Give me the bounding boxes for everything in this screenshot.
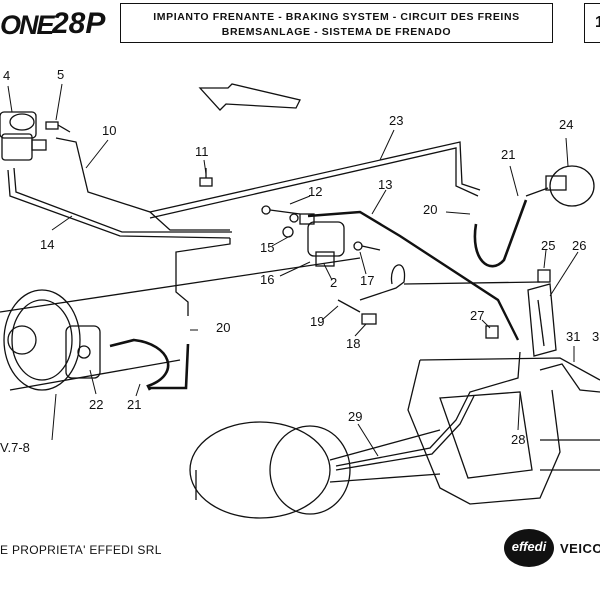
callout-22: 22 bbox=[89, 397, 103, 412]
fitting-27 bbox=[485, 325, 499, 339]
pin-19 bbox=[337, 299, 361, 313]
callout-numbers: 4 5 10 11 12 13 14 15 16 17 2 18 19 20 2… bbox=[0, 67, 599, 455]
brake-line-29b bbox=[335, 395, 475, 471]
callout-21-rear: 21 bbox=[501, 147, 515, 162]
bolt-set-12 bbox=[261, 205, 301, 238]
brake-line-14b bbox=[13, 167, 232, 233]
callout-10: 10 bbox=[102, 123, 116, 138]
mounting-bracket bbox=[527, 283, 557, 357]
flex-hose-front bbox=[109, 338, 170, 391]
brake-line-13 bbox=[307, 210, 520, 341]
master-cylinder bbox=[0, 111, 47, 161]
callout-20-rear: 20 bbox=[423, 202, 437, 217]
callout-2: 2 bbox=[330, 275, 337, 290]
rear-brake-valve bbox=[525, 165, 595, 207]
callout-14: 14 bbox=[40, 237, 54, 252]
flex-hose-front-b bbox=[150, 343, 190, 390]
pipe-to-bracket bbox=[403, 281, 541, 285]
model-code: 28P bbox=[52, 7, 106, 40]
callout-16: 16 bbox=[260, 272, 274, 287]
spacer-18 bbox=[361, 313, 377, 325]
callout-5: 5 bbox=[57, 67, 64, 82]
callout-leaders bbox=[7, 83, 579, 457]
callout-17: 17 bbox=[360, 273, 374, 288]
callout-19: 19 bbox=[310, 314, 324, 329]
brake-line-14c bbox=[175, 238, 231, 316]
callout-3: 3 bbox=[592, 329, 599, 344]
fitting-25 bbox=[537, 269, 551, 283]
callout-11: 11 bbox=[195, 144, 209, 159]
rear-wheel-drum bbox=[189, 421, 351, 519]
brake-line-29 bbox=[335, 351, 521, 467]
callout-15: 15 bbox=[260, 240, 274, 255]
bolt-17 bbox=[353, 241, 381, 251]
direction-arrow bbox=[198, 83, 301, 111]
rear-axle bbox=[329, 357, 600, 505]
logo-caption: VEICO bbox=[560, 541, 600, 556]
brake-line-23 bbox=[149, 141, 481, 213]
fitting-5 bbox=[45, 121, 71, 133]
callout-28: 28 bbox=[511, 432, 525, 447]
callout-25: 25 bbox=[541, 238, 555, 253]
copyright-note: E PROPRIETA' EFFEDI SRL bbox=[0, 543, 162, 557]
brake-line-10 bbox=[55, 137, 230, 231]
page-number-box: 1 bbox=[584, 3, 600, 43]
callout-26: 26 bbox=[572, 238, 586, 253]
callout-24: 24 bbox=[559, 117, 573, 132]
callout-23: 23 bbox=[389, 113, 403, 128]
front-disc-brake bbox=[0, 257, 361, 391]
brake-line-31 bbox=[539, 363, 600, 393]
title-box: IMPIANTO FRENANTE - BRAKING SYSTEM - CIR… bbox=[120, 3, 553, 43]
callout-27: 27 bbox=[470, 308, 484, 323]
page-number: 1 bbox=[595, 14, 600, 31]
brake-line-23b bbox=[149, 147, 479, 219]
logo-oval bbox=[504, 529, 554, 567]
coiled-pipe bbox=[359, 264, 406, 301]
callout-29: 29 bbox=[348, 409, 362, 424]
model-badge: ONE 28P bbox=[0, 4, 118, 42]
title-line-1: IMPIANTO FRENANTE - BRAKING SYSTEM - CIR… bbox=[153, 11, 520, 23]
flex-hose-rear bbox=[473, 199, 528, 268]
callout-4: 4 bbox=[3, 68, 10, 83]
callout-13: 13 bbox=[378, 177, 392, 192]
reference-note: V.7-8 bbox=[0, 440, 30, 455]
callout-18: 18 bbox=[346, 336, 360, 351]
brake-regulator bbox=[299, 213, 345, 267]
callout-20-front: 20 bbox=[216, 320, 230, 335]
brake-line-14a bbox=[7, 169, 231, 239]
callout-21-front: 21 bbox=[127, 397, 141, 412]
logo-text: effedi bbox=[511, 539, 547, 554]
model-brand: ONE bbox=[0, 10, 54, 40]
title-line-2: BREMSANLAGE - SISTEMA DE FRENADO bbox=[221, 26, 452, 38]
callout-31: 31 bbox=[566, 329, 580, 344]
effedi-logo: effedi bbox=[504, 529, 554, 569]
callout-12: 12 bbox=[308, 184, 322, 199]
